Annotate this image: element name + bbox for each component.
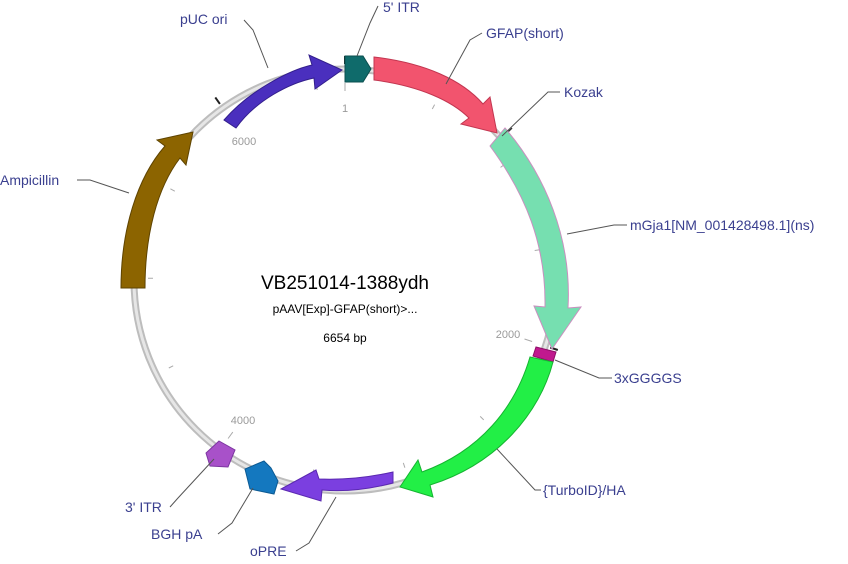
tick-labels: 1 2000 4000 6000 [231, 103, 520, 427]
leader-5-itr [356, 5, 379, 57]
major-tick-mark [214, 96, 221, 105]
tick-mark [431, 104, 436, 110]
leader-puc-ori [243, 19, 269, 69]
leader-ampicillin [77, 179, 130, 194]
feature-turboid-ha-arrow[interactable] [399, 356, 554, 498]
tick-mark [524, 338, 533, 342]
label-kozak[interactable]: Kozak [564, 84, 604, 100]
tick-mark [479, 416, 485, 421]
leader-turboid-ha [496, 448, 541, 491]
tick-mark [227, 431, 234, 439]
leader-opre [295, 496, 337, 552]
plasmid-name: VB251014-1388ydh [261, 273, 429, 294]
label-turboid-ha[interactable]: {TurboID}/HA [543, 482, 626, 498]
leader-kozak [501, 91, 560, 137]
label-gfap-short[interactable]: GFAP(short) [486, 25, 564, 41]
label-bgh-pa[interactable]: BGH pA [151, 526, 203, 542]
label-5-itr[interactable]: 5' ITR [383, 0, 420, 15]
feature-ampicillin-arrow[interactable] [120, 131, 194, 289]
label-mgja1[interactable]: mGja1[NM_001428498.1](ns) [630, 217, 814, 233]
feature-labels: 5' ITR GFAP(short) Kozak mGja1[NM_001428… [0, 0, 814, 559]
leader-3-itr [169, 458, 215, 508]
tick-mark [534, 249, 540, 251]
leader-3xggggs [554, 359, 612, 379]
tick-mark [402, 462, 406, 468]
tick-label-6000: 6000 [232, 136, 256, 148]
leader-bgh-pa [217, 487, 254, 535]
leader-lines [77, 5, 627, 552]
tick-mark [170, 188, 176, 192]
label-ampicillin[interactable]: Ampicillin [0, 172, 59, 188]
leader-gfap-short [445, 32, 483, 85]
feature-opre-arrow[interactable] [279, 469, 394, 502]
plasmid-description: pAAV[Exp]-GFAP(short)>... [273, 302, 418, 316]
label-opre[interactable]: oPRE [250, 543, 287, 559]
leader-mgja1 [566, 224, 627, 235]
tick-label-1: 1 [342, 103, 348, 115]
feature-gfap-short-arrow[interactable] [373, 56, 498, 134]
feature-bgh-pa-arrow[interactable] [244, 460, 279, 495]
tick-mark [168, 365, 174, 369]
label-3-itr[interactable]: 3' ITR [125, 499, 162, 515]
feature-puc-ori-arrow[interactable] [223, 54, 344, 129]
tick-label-4000: 4000 [231, 415, 255, 427]
label-3xggggs[interactable]: 3xGGGGS [614, 370, 682, 386]
label-puc-ori[interactable]: pUC ori [180, 11, 227, 27]
feature-mgja1-arrow[interactable] [489, 127, 583, 351]
tick-label-2000: 2000 [496, 329, 520, 341]
feature-5-itr-arrow[interactable] [344, 55, 372, 83]
plasmid-size: 6654 bp [323, 331, 367, 345]
